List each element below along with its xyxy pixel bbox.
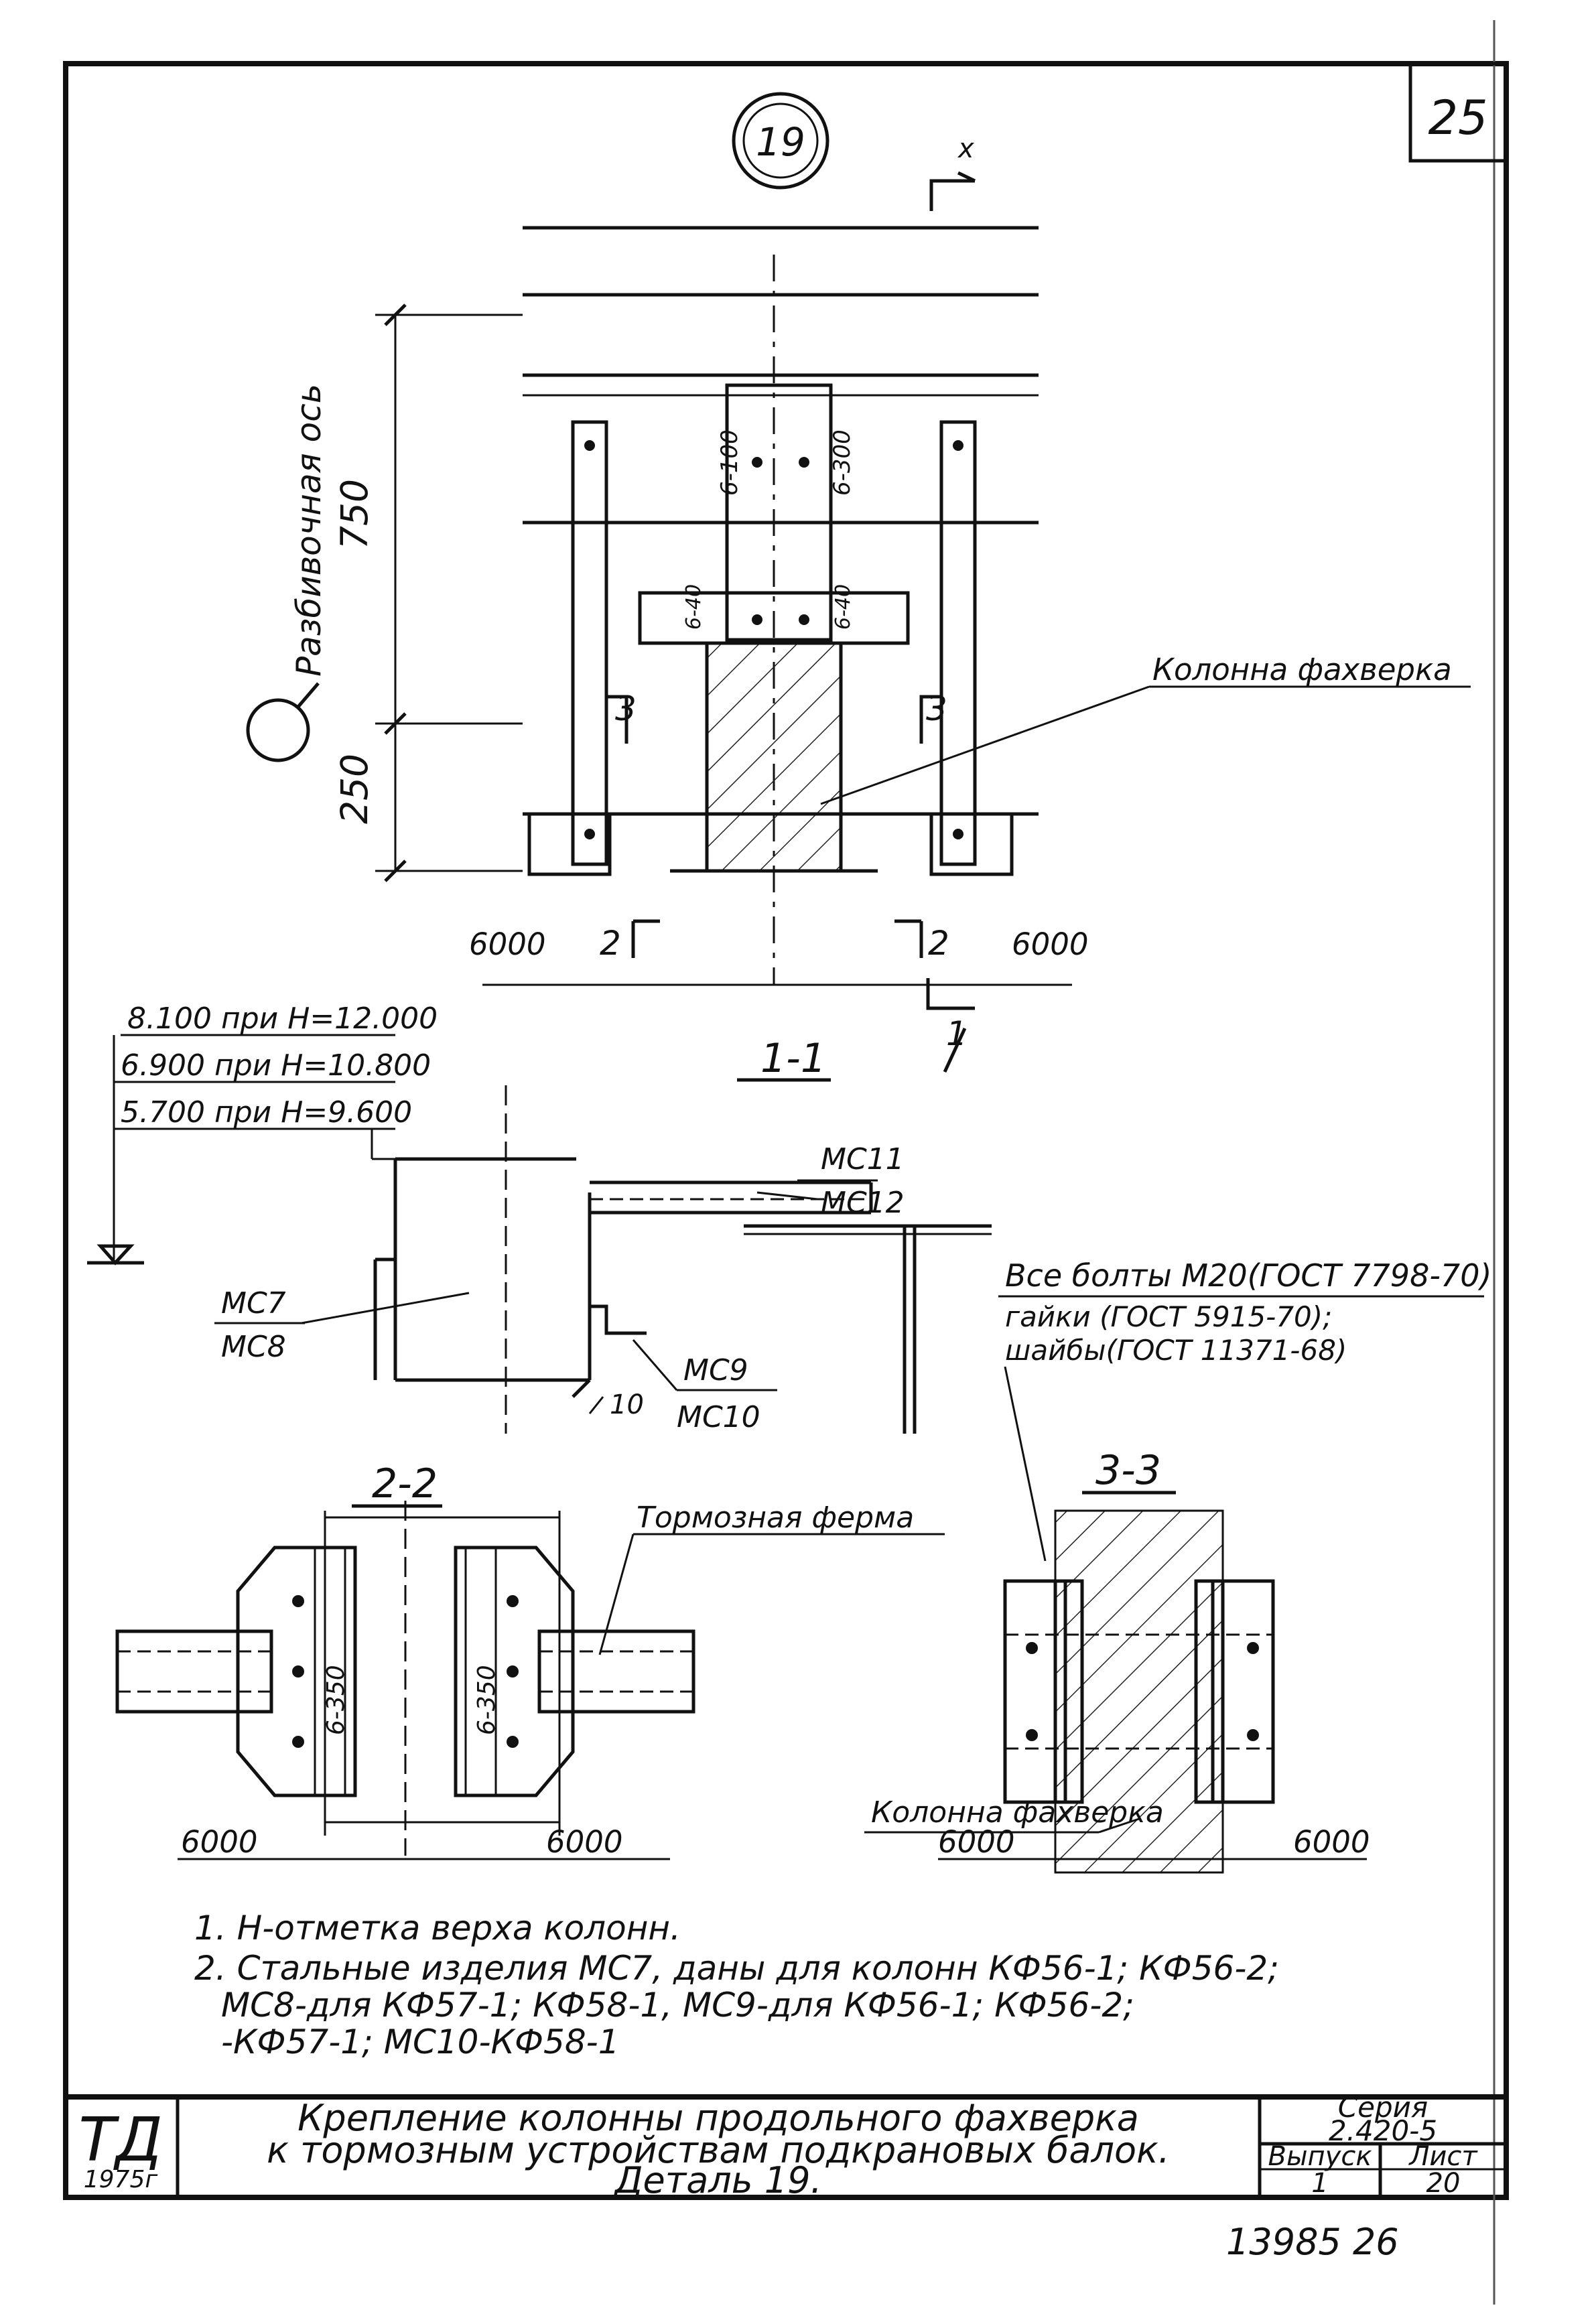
section-1-1-drawing <box>373 1085 992 1434</box>
dim-250: 250 <box>333 754 376 824</box>
span-left-3-3: 6000 <box>938 1824 1015 1860</box>
section-3-3-drawing <box>864 1509 1367 1874</box>
logo-td: ТД <box>78 2105 162 2175</box>
axis-symbol <box>246 682 320 762</box>
leader-column-detail <box>820 685 1471 805</box>
note-line-4: -КФ57-1; МС10-КФ58-1 <box>221 2023 620 2061</box>
axis-label: Разбивочная ось <box>289 384 328 677</box>
section-2-2-title: 2-2 <box>372 1460 438 1507</box>
weld-6-100: 6-100 <box>716 429 743 496</box>
section-3-3-title: 3-3 <box>1095 1447 1161 1494</box>
span-right-2-2: 6000 <box>546 1824 623 1860</box>
weld-6-350-left: 6-350 <box>322 1665 350 1735</box>
corner-sheet-number: 25 <box>1428 90 1487 145</box>
sheet-label: Лист <box>1408 2141 1478 2172</box>
span-right-detail: 6000 <box>1012 927 1089 962</box>
series-value: 2.420-5 <box>1329 2114 1437 2147</box>
dim-750: 750 <box>333 479 376 549</box>
logo-year: 1975г <box>84 2166 159 2193</box>
note-line-1: 1. Н-отметка верха колонн. <box>194 1909 681 1947</box>
title-line-3: Деталь 19. <box>613 2159 821 2201</box>
weld-6-40-right: 6-40 <box>832 584 855 630</box>
span-left-detail: 6000 <box>469 927 546 962</box>
axis-mark-x: x <box>957 133 974 164</box>
dim-10: 10 <box>610 1389 644 1420</box>
elevation-2: 6.900 при H=10.800 <box>121 1048 431 1083</box>
section-1-1-title: 1-1 <box>760 1035 826 1082</box>
detail-19-view <box>375 171 1072 1073</box>
detail-marker-number: 19 <box>756 119 805 165</box>
mc7-leader <box>301 1292 470 1324</box>
series-label: Серия <box>1338 2091 1428 2124</box>
section-2-left: 2 <box>600 924 621 963</box>
detail-marker-circle <box>732 92 829 190</box>
bottom-numbers: 13985 26 <box>1226 2221 1399 2263</box>
section-2-2-drawing <box>115 1501 945 1860</box>
part-mc12: МС12 <box>821 1186 905 1220</box>
part-mc9: МС9 <box>683 1353 748 1387</box>
section-3-right: 3 <box>926 689 947 728</box>
label-column-3-3: Колонна фахверка <box>871 1795 1164 1830</box>
title-line-1: Крепление колонны продольного фахверка <box>297 2097 1139 2139</box>
part-mc10: МС10 <box>677 1400 760 1434</box>
elevation-1: 8.100 при H=12.000 <box>127 1002 438 1036</box>
issue-label: Выпуск <box>1268 2141 1372 2172</box>
part-mc7: МС7 <box>221 1286 286 1320</box>
label-truss: Тормозная ферма <box>637 1501 914 1535</box>
span-left-2-2: 6000 <box>181 1824 258 1860</box>
issue-value: 1 <box>1311 2168 1328 2199</box>
section-1-mark: 1 <box>946 1014 968 1053</box>
part-mc8: МС8 <box>221 1330 286 1364</box>
section-3-left: 3 <box>615 689 637 728</box>
note-line-3: МС8-для КФ57-1; КФ58-1, МС9-для КФ56-1; … <box>221 1986 1134 2025</box>
label-column-detail: Колонна фахверка <box>1152 652 1452 687</box>
mc9-leader <box>632 1339 678 1391</box>
note-line-2: 2. Стальные изделия МС7, даны для колонн… <box>194 1949 1279 1988</box>
weld-6-40-left: 6-40 <box>682 584 706 630</box>
sheet-value: 20 <box>1426 2168 1461 2199</box>
section-2-right: 2 <box>928 924 949 963</box>
bolts-note-leader <box>1004 1366 1047 1562</box>
part-mc11: МС11 <box>821 1142 905 1176</box>
span-right-3-3: 6000 <box>1293 1824 1370 1860</box>
bolts-note-line3: шайбы(ГОСТ 11371-68) <box>1005 1334 1347 1367</box>
weld-6-350-right: 6-350 <box>473 1665 501 1735</box>
bolts-note-line2: гайки (ГОСТ 5915-70); <box>1005 1300 1332 1333</box>
elevation-3: 5.700 при H=9.600 <box>121 1095 412 1130</box>
sheet-frame <box>63 20 1509 2305</box>
mc12-leader <box>756 1191 818 1201</box>
title-line-2: к тормозным устройствам подкрановых бало… <box>267 2129 1170 2171</box>
title-block-frame <box>66 2094 1506 2197</box>
weld-6-300: 6-300 <box>829 429 856 496</box>
bolts-note-line1: Все болты М20(ГОСТ 7798-70) <box>1005 1257 1491 1294</box>
